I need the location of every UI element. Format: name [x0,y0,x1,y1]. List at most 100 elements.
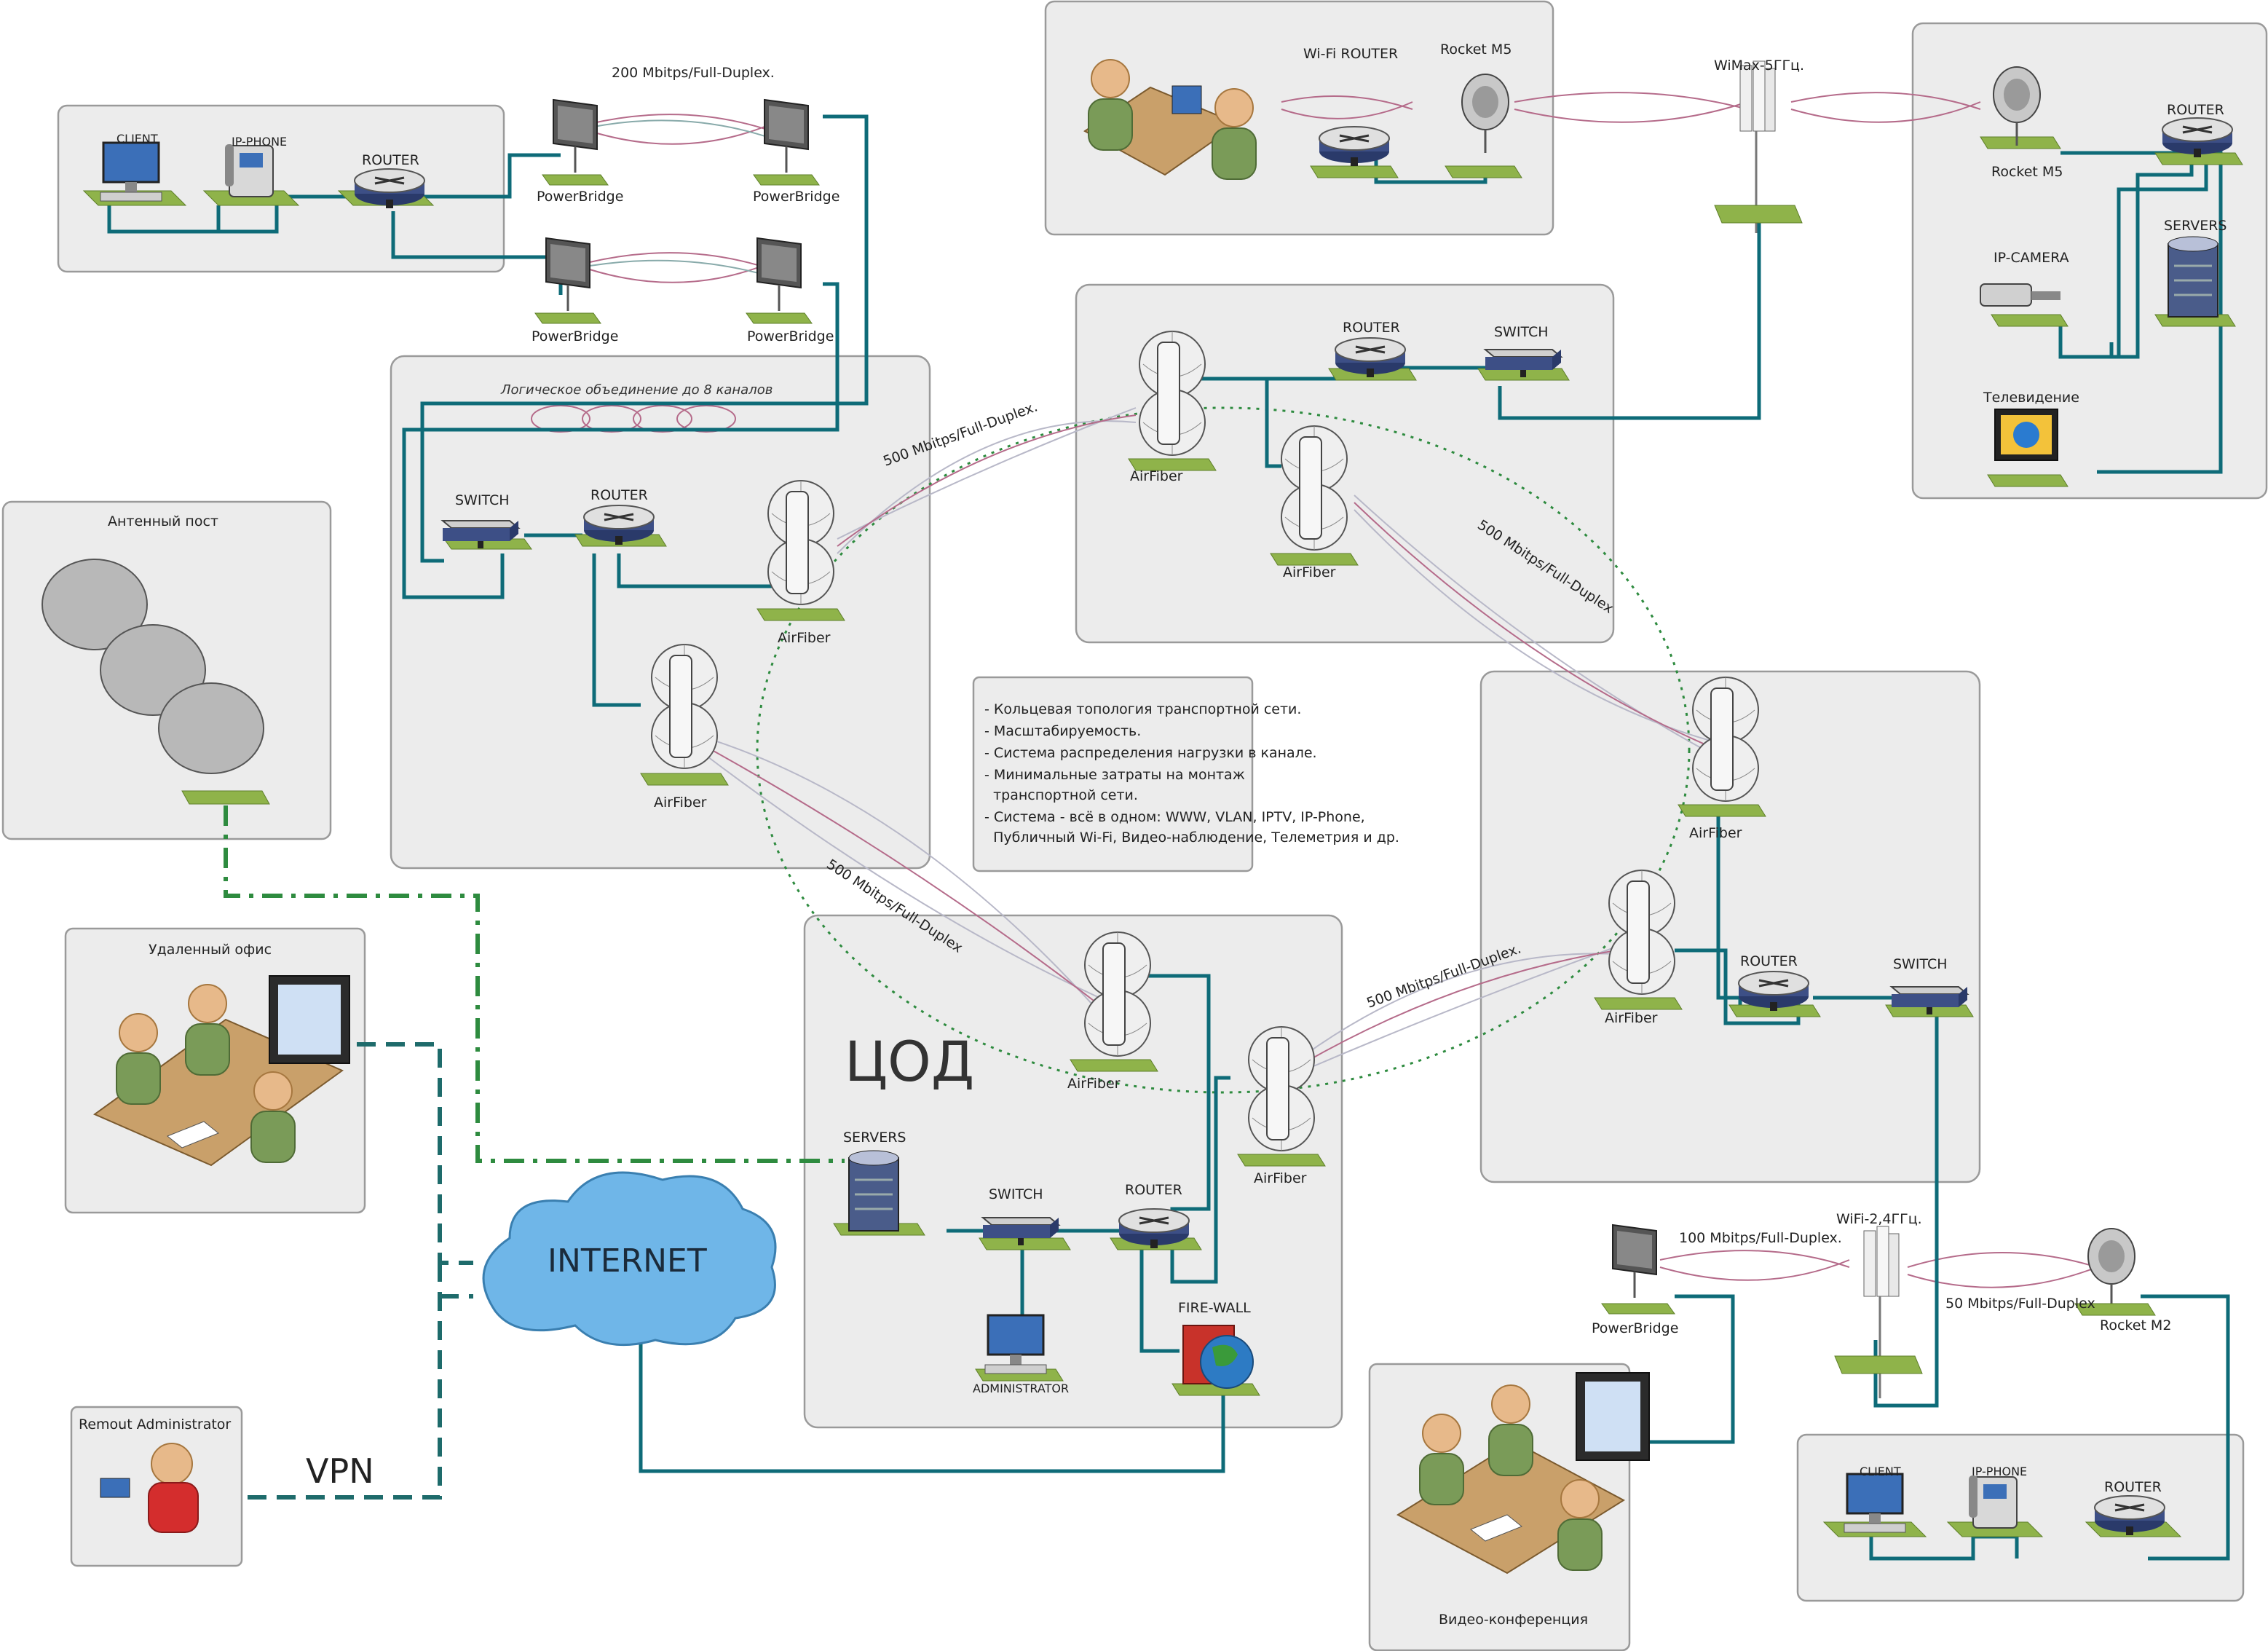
powerbridge-label: PowerBridge [747,328,834,344]
pad [979,1237,1071,1250]
pad [1601,1303,1675,1315]
pad [640,773,729,786]
switch-label: SWITCH [989,1186,1043,1202]
link-speed-label: 200 Mbitps/Full-Duplex. [612,65,775,81]
pad [1980,136,2061,149]
powerbridge-label: PowerBridge [753,189,839,205]
wifi-router-label: Wi-Fi ROUTER [1303,46,1398,62]
pad [1714,205,1803,224]
admin-pc-icon [984,1314,1048,1375]
ipphone-label: IP-PHONE [1972,1465,2027,1478]
pad [1594,997,1683,1010]
zone-left-client [57,104,505,273]
pad [1678,804,1766,817]
powerbridge-antenna-icon [545,237,591,312]
pad [534,312,601,324]
video-conference-icon [1396,1372,1650,1575]
router-label: ROUTER [1740,953,1798,969]
internet-label: INTERNET [548,1242,707,1280]
pad [542,174,609,186]
firewall-icon [1171,1325,1260,1396]
note-line: - Минимальные затраты на монтаж [984,767,1245,783]
client-pc-icon [99,141,163,202]
logic-channels-icon [531,405,736,433]
zone-logic [390,355,931,870]
ring-topology [756,406,1691,1094]
note-line: Публичный Wi-Fi, Видео-наблюдение, Телем… [984,830,1399,846]
firewall-label: FIRE-WALL [1178,1300,1251,1316]
servers-label: SERVERS [843,1130,906,1146]
airfiber-label: AirFiber [778,630,831,646]
ipphone-label: IP-PHONE [232,135,287,149]
note-line: - Кольцевая топология транспортной сети. [984,701,1301,717]
antenna-dishes-icon [42,559,270,805]
router-label: ROUTER [2104,1479,2162,1495]
note-line: - Система - всё в одном: WWW, VLAN, IPTV… [984,809,1365,825]
top-office-meeting-icon [1083,59,1257,180]
pad [1237,1154,1326,1167]
powerbridge-antenna-icon [552,98,598,174]
ip-phone-icon [1968,1475,2018,1529]
rocket-m2-label: Rocket M2 [2100,1317,2171,1333]
video-conference-title: Видео-конференция [1439,1612,1588,1628]
zone-right-mid [1479,670,1981,1183]
airfiber-label: AirFiber [1067,1076,1121,1092]
pad [1834,1355,1923,1374]
powerbridge-antenna-icon [756,237,802,312]
remote-office-meeting-icon [92,975,350,1167]
wimax-label: WiMax-5ГГц. [1714,58,1804,74]
notes-box [972,676,1254,872]
ip-camera-icon [1980,283,2069,327]
powerbridge-label: PowerBridge [532,328,618,344]
client-pc-icon [1843,1473,1907,1534]
note-line: - Система распределения нагрузки в канал… [984,745,1317,761]
zone-top-office [1044,0,1554,236]
internet-cloud-icon [482,1171,777,1347]
pad [756,608,845,621]
switch-label: SWITCH [1494,324,1549,340]
airfiber-label: AirFiber [1283,564,1336,580]
airfiber-label: AirFiber [654,795,707,811]
router-label: ROUTER [1125,1182,1182,1198]
pad [1070,1059,1158,1072]
cable-links [107,114,2230,1561]
client-label: CLIENT [116,132,158,146]
pad [1128,458,1217,471]
pad [1445,165,1522,178]
vpn-label: VPN [306,1451,374,1491]
tv-icon [1987,409,2069,487]
powerbridge-antenna-icon [1611,1224,1658,1299]
ip-camera-label: IP-CAMERA [1994,250,2069,266]
tsod-title: ЦОД [845,1029,974,1094]
note-line: - Масштабируемость. [984,723,1141,739]
airfiber-label: AirFiber [1689,825,1742,841]
antenna-post-title: Антенный пост [108,513,218,529]
client-label: CLIENT [1860,1465,1901,1478]
link-speed-label: 50 Mbitps/Full-Duplex [1945,1296,2095,1312]
servers-icon [847,1149,900,1232]
logic-channels-label: Логическое объединение до 8 каналов [500,382,773,398]
airfiber-label: AirFiber [1130,468,1183,484]
remote-admin-person-icon [100,1443,199,1533]
ip-phone-icon [224,143,274,197]
pad [746,312,813,324]
router-label: ROUTER [590,487,648,503]
pad [1310,165,1399,178]
remote-office-title: Удаленный офис [149,942,272,958]
zone-bottom-client [1796,1433,2245,1602]
switch-label: SWITCH [1893,956,1948,972]
powerbridge-label: PowerBridge [537,189,623,205]
router-label: ROUTER [1343,320,1400,336]
router-label: ROUTER [2167,102,2224,118]
powerbridge-label: PowerBridge [1592,1320,1678,1336]
airfiber-label: AirFiber [1605,1010,1658,1026]
router-label: ROUTER [362,152,419,168]
servers-label: SERVERS [2164,218,2227,234]
admin-label: ADMINISTRATOR [973,1382,1069,1395]
pad [753,174,820,186]
powerbridge-antenna-icon [763,98,810,174]
link-speed-label: 100 Mbitps/Full-Duplex. [1679,1230,1842,1246]
radio-beams [589,92,2098,1288]
remote-admin-title: Remout Administrator [79,1416,231,1433]
